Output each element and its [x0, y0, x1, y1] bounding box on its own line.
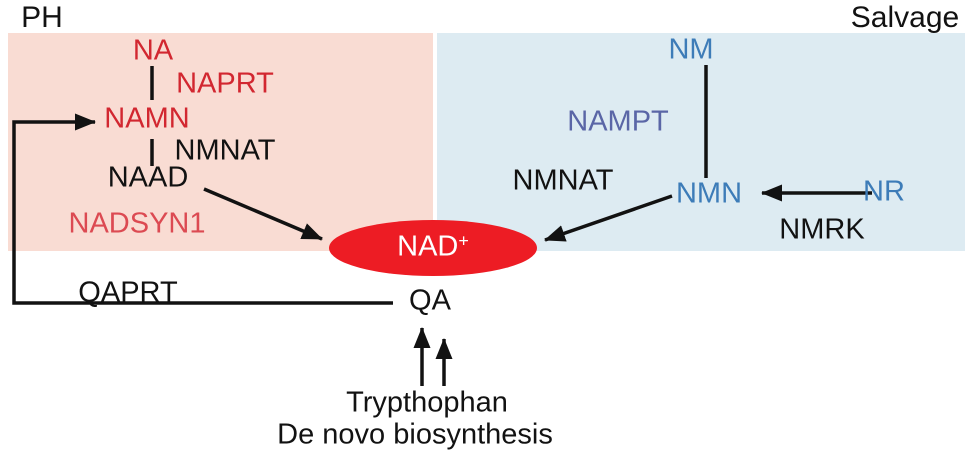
tryptophan-label: Trypthophan [346, 386, 508, 419]
enzyme-nadsyn1: NADSYN1 [68, 207, 206, 240]
ph-region-background [8, 33, 433, 251]
nmn-to-nad-arrow [544, 194, 673, 242]
enzyme-nampt: NAMPT [567, 105, 669, 138]
node-nad: NAD+ [397, 230, 469, 263]
salvage-region-title: Salvage [850, 1, 960, 34]
enzyme-nmrk: NMRK [779, 213, 865, 246]
node-naad: NAAD [107, 161, 189, 194]
enzyme-naprt: NAPRT [176, 67, 274, 100]
node-nm: NM [668, 33, 714, 66]
salvage-region-background [437, 33, 965, 251]
enzyme-qaprt: QAPRT [78, 276, 178, 309]
node-nmn: NMN [675, 177, 743, 210]
naad-to-nad-arrow [203, 187, 323, 241]
node-na: NA [132, 34, 174, 67]
de-novo-biosynthesis-label: De novo biosynthesis [277, 418, 553, 451]
enzyme-nmnat-right: NMNAT [512, 164, 614, 197]
ph-region-title: PH [21, 1, 63, 34]
nad-plus-superscript: + [458, 230, 469, 251]
qa-to-namn-elbow-arrow [12, 113, 393, 305]
node-namn: NAMN [104, 102, 190, 135]
enzyme-nmnat-left: NMNAT [174, 134, 276, 167]
nad-ellipse [329, 220, 537, 276]
nad-label-text: NAD [397, 230, 459, 263]
node-nr: NR [863, 175, 905, 208]
node-qa: QA [409, 284, 451, 317]
